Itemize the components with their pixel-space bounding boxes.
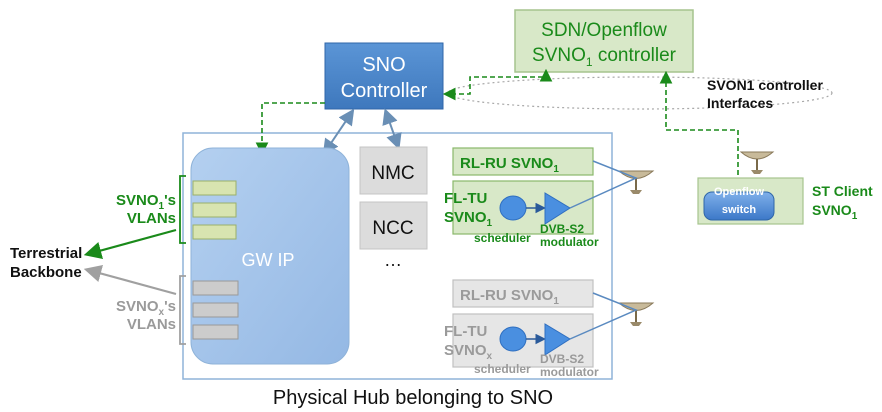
nmc-box <box>359 146 428 195</box>
sno-hub-green-link <box>255 102 325 156</box>
dish-antenna-icon-2 <box>617 302 655 326</box>
vlan-bar-svnox-1 <box>192 280 239 296</box>
modulator-svnox-line1: DVB-S2 <box>540 352 584 366</box>
terrestrial-line1: Terrestrial <box>10 245 82 262</box>
interfaces-label-line1: SVON1 controller <box>707 77 823 93</box>
gw-ip-label: GW IP <box>242 250 295 270</box>
rl-ru-svnox-box <box>452 279 594 308</box>
svnox-vlans-line1: SVNOx's <box>116 298 176 318</box>
svnox-bracket <box>179 275 186 345</box>
terrestrial-line2: Backbone <box>10 264 82 281</box>
fl-tu-svnox-line2: SVNOx <box>444 342 493 362</box>
scheduler-svnox-label: scheduler <box>474 362 531 376</box>
terrestrial-gray-link <box>83 264 177 296</box>
vlan-bar-svnox-2 <box>192 302 239 318</box>
openflow-switch-line2: switch <box>722 204 757 216</box>
st-client-line2: SVNO1 <box>812 202 858 222</box>
modulator-svno1-line1: DVB-S2 <box>540 222 584 236</box>
nmc-label: NMC <box>371 163 414 184</box>
openflow-switch-box <box>703 191 775 221</box>
dish-antenna-icon-3 <box>739 151 775 174</box>
sno-gwip-link <box>322 108 355 156</box>
svno1-vlans-line1: SVNO1's <box>116 192 176 212</box>
fl-tu-svno1-line2: SVNO1 <box>444 209 493 229</box>
scheduler-svno1-circle <box>499 195 527 221</box>
rl-ru-svnox-label: RL-RU SVNO1 <box>460 287 559 307</box>
vlan-bar-svno1-2 <box>192 202 237 218</box>
sno-controller-line1: SNO <box>362 54 405 76</box>
ncc-box <box>359 201 428 250</box>
dish-antenna-icon-1 <box>617 170 655 194</box>
fl-tu-svno1-line1: FL-TU <box>444 190 487 207</box>
sdn-stclient-link <box>659 70 745 194</box>
vlan-bar-svno1-1 <box>192 180 237 196</box>
sdn-controller-line2: SVNO1 controller <box>532 45 677 69</box>
sno-controller-line2: Controller <box>341 80 428 102</box>
scheduler-svnox-circle <box>499 326 527 352</box>
dish1-link <box>569 160 638 209</box>
modulator-svnox-line2: modulator <box>540 365 599 379</box>
interfaces-ellipse <box>447 76 833 110</box>
rl-ru-svno1-label: RL-RU SVNO1 <box>460 155 559 175</box>
diagram-caption: Physical Hub belonging to SNO <box>273 387 553 409</box>
vlan-bar-svno1-3 <box>192 224 237 240</box>
sdn-sno-link <box>442 68 553 101</box>
svno1-bracket <box>179 175 186 244</box>
ellipsis-label: … <box>384 250 402 270</box>
ncc-label: NCC <box>372 218 413 239</box>
svnox-vlans-line2: VLANs <box>127 316 176 333</box>
scheduler-svno1-label: scheduler <box>474 231 531 245</box>
fl-tu-svnox-line1: FL-TU <box>444 323 487 340</box>
sdn-controller-box <box>514 9 694 73</box>
sno-nmc-link <box>382 108 402 150</box>
terrestrial-green-link <box>83 228 177 260</box>
dish2-link <box>569 292 638 340</box>
modulator-svno1-triangle <box>544 192 571 225</box>
modulator-svnox-triangle <box>544 323 571 356</box>
st-client-line1: ST Client <box>812 183 873 199</box>
openflow-switch-line1: Openflow <box>714 186 765 198</box>
vlan-bar-svnox-3 <box>192 324 239 340</box>
interfaces-label-line2: Interfaces <box>707 95 773 111</box>
sdn-controller-line1: SDN/Openflow <box>541 20 667 41</box>
svno1-vlans-line2: VLANs <box>127 210 176 227</box>
modulator-svno1-line2: modulator <box>540 235 599 249</box>
